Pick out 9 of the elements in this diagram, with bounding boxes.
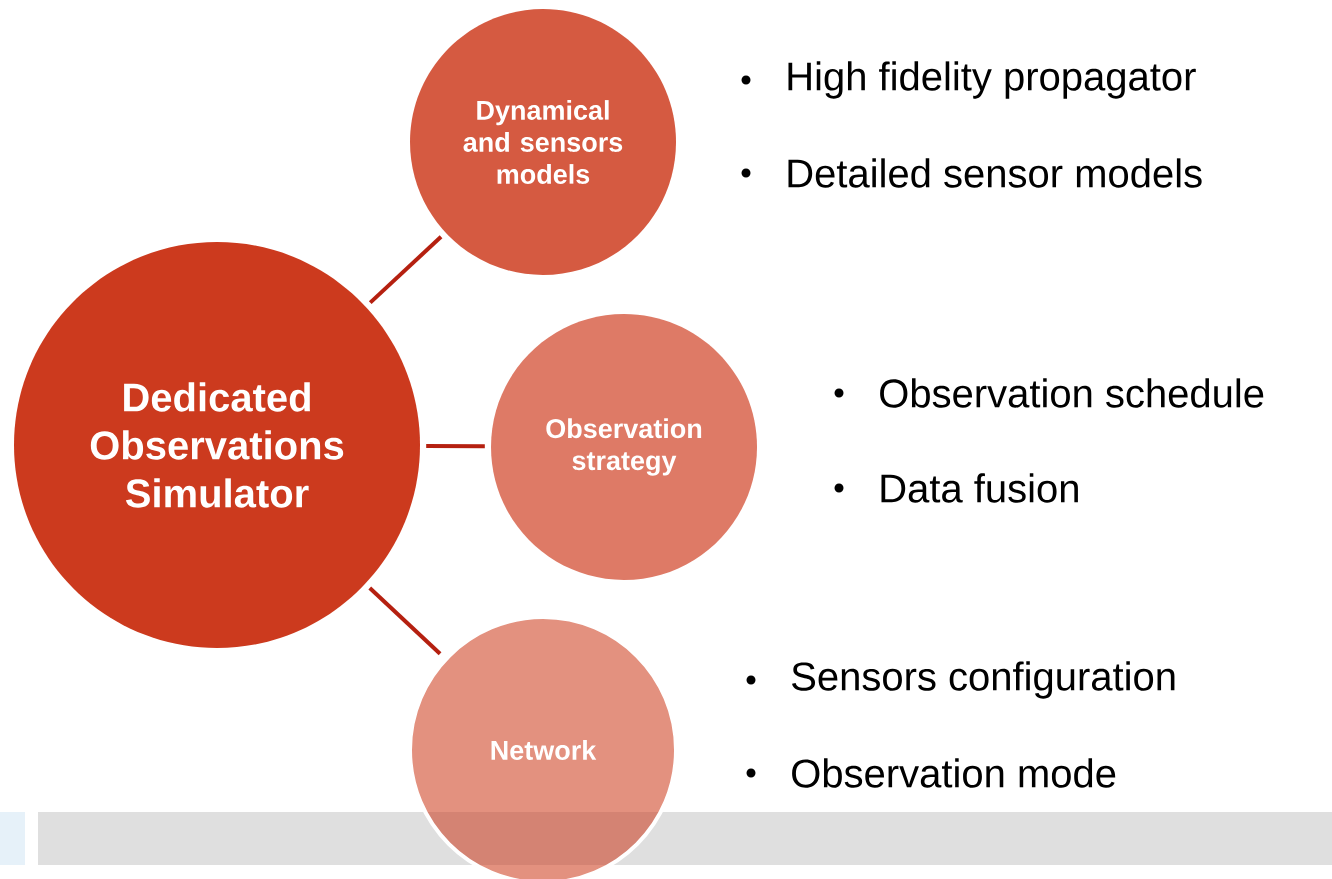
connector-line — [368, 586, 442, 656]
bullet-text: Observation schedule — [880, 378, 1264, 408]
connector-line — [426, 444, 485, 449]
bullet-text: Data fusion — [881, 473, 1078, 503]
bullet-text: Detailed sensor models — [788, 158, 1202, 188]
bullet-text: Sensors configuration — [792, 661, 1175, 699]
connector-line — [368, 235, 443, 305]
bullet-text: Observation mode — [792, 758, 1116, 788]
bullet-text: High fidelity propagator — [788, 61, 1196, 99]
